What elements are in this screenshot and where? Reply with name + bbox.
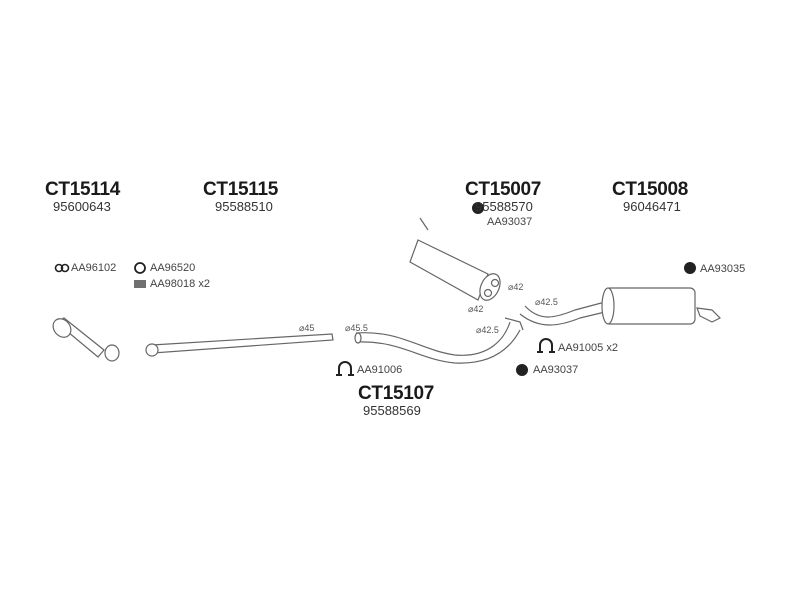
muffler-ct15007 [409, 217, 501, 301]
diameter-label-45: ⌀45 [299, 323, 315, 333]
part-code-ct15008: CT15008 [612, 179, 689, 200]
diameter-label-42-5-rear: ⌀42.5 [535, 297, 558, 307]
part-code-ct15107: CT15107 [358, 383, 435, 404]
oem-number-ct15114: 95600643 [53, 199, 111, 214]
diameter-label-42-outlet: ⌀42 [508, 282, 524, 292]
fitting-label-aa96520: AA96520 [150, 262, 196, 274]
pipe-ct15115 [145, 333, 334, 357]
pipe-ct15107 [354, 317, 524, 364]
clamp-icon-aa91006 [336, 361, 354, 376]
fitting-label-aa96102: AA96102 [71, 262, 117, 274]
nut-icon-aa93035 [684, 262, 696, 274]
fitting-label-aa93037-bottom: AA93037 [533, 364, 579, 376]
oem-number-ct15007: 95588570 [475, 199, 533, 214]
part-code-ct15007: CT15007 [465, 179, 542, 200]
fitting-label-aa93037-top: AA93037 [487, 216, 533, 228]
spring-icon-aa98018 [134, 280, 146, 288]
part-code-ct15115: CT15115 [203, 179, 279, 200]
oem-number-ct15107: 95588569 [363, 403, 421, 418]
fitting-label-aa98018: AA98018 x2 [150, 278, 210, 290]
ring-icon-aa96520 [134, 262, 146, 274]
diameter-label-42-5-pipe: ⌀42.5 [476, 325, 499, 335]
nut-icon-aa93037-top [472, 202, 484, 214]
diameter-label-45-5: ⌀45.5 [345, 323, 368, 333]
fitting-label-aa91006: AA91006 [357, 364, 403, 376]
fitting-label-aa91005: AA91005 x2 [558, 342, 618, 354]
oem-number-ct15008: 96046471 [623, 199, 681, 214]
front-pipe-ct15114 [52, 317, 120, 362]
fitting-label-aa93035: AA93035 [700, 263, 746, 275]
diameter-label-42-inlet: ⌀42 [468, 304, 484, 314]
nut-icon-aa93037-bottom [516, 364, 528, 376]
rear-muffler-ct15008 [519, 287, 722, 326]
oem-number-ct15115: 95588510 [215, 199, 273, 214]
part-code-ct15114: CT15114 [45, 179, 121, 200]
clamp-icon-aa91005 [537, 338, 555, 353]
clamp-icon-aa96102 [54, 263, 70, 273]
